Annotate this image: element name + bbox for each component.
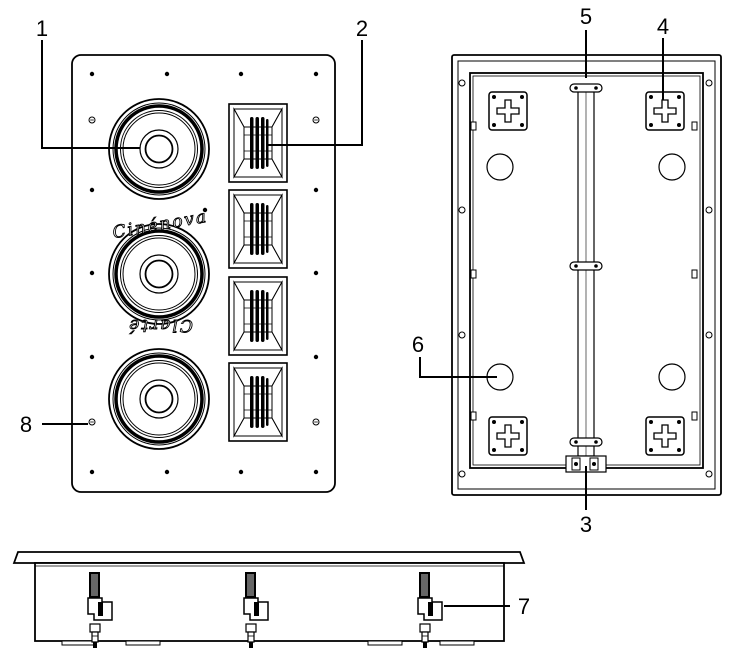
leader-lines [41,30,664,607]
back-panel [451,54,722,496]
callout-6: 6 [412,332,424,357]
tweeter-4 [228,362,288,442]
callout-8: 8 [20,412,32,437]
back-ports [486,153,686,391]
back-center-brace [569,83,603,457]
callout-2: 2 [356,16,368,41]
front-panel: Cinénova Clarté [71,54,336,493]
back-side-clips [470,121,698,421]
tweeter-1 [228,103,288,183]
callout-5: 5 [580,4,592,29]
callout-7: 7 [518,594,530,619]
callout-labels: 1 2 3 4 5 6 7 8 [20,4,669,619]
callout-1: 1 [36,16,48,41]
leader-6 [419,357,497,378]
callout-3: 3 [580,512,592,537]
tweeter-2 [228,189,288,269]
leader-1 [41,40,140,149]
callout-4: 4 [657,14,669,39]
leader-2 [268,40,363,146]
front-mounting-holes [89,71,319,475]
back-terminal-block [565,455,607,473]
brand-bottom-logo: Clarté [127,315,193,335]
side-flange [12,551,526,564]
side-feet [61,640,475,646]
side-panel [12,551,526,649]
back-frame-screws [458,79,713,478]
woofer-bottom [107,347,211,451]
tweeter-3 [228,276,288,356]
